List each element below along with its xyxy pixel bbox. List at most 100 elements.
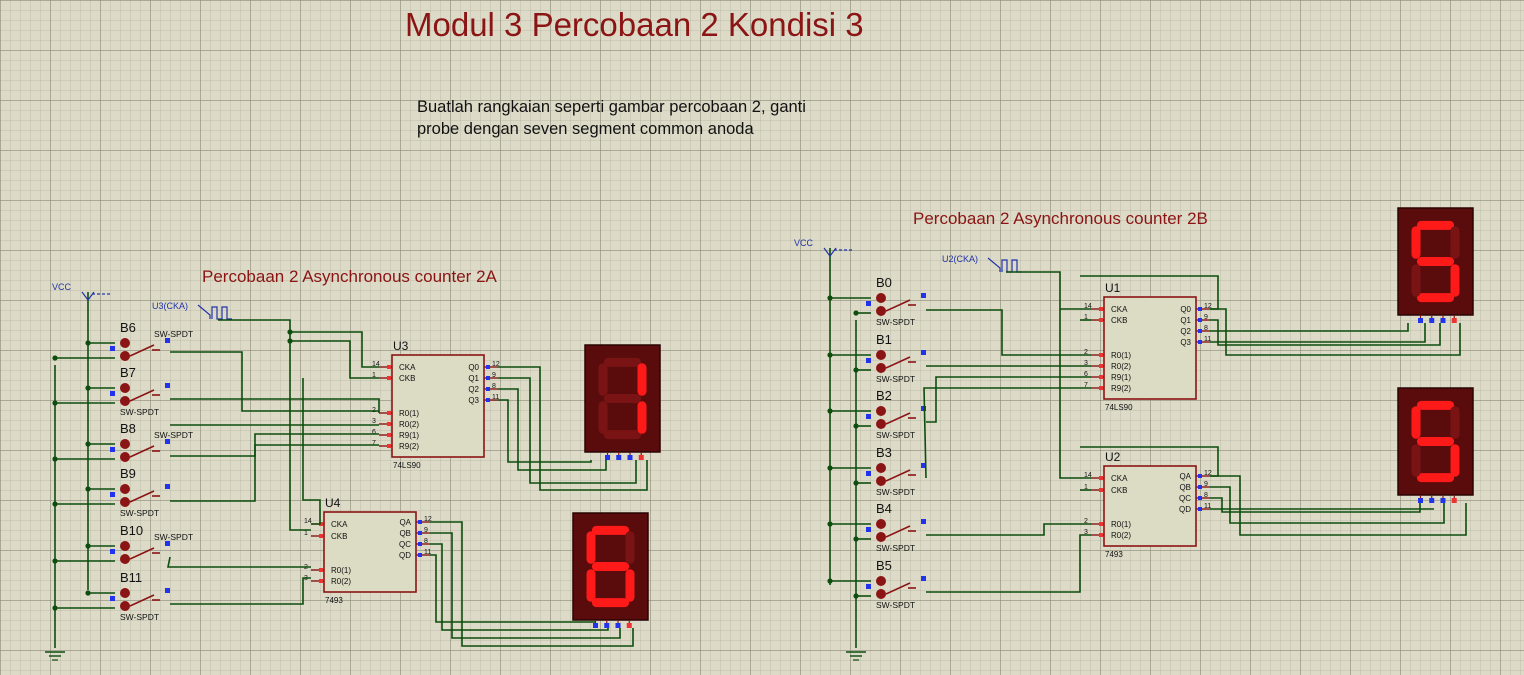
junction-dot (827, 408, 833, 414)
vcc-b: VCC (794, 238, 854, 262)
ic-pin-number: 9 (1204, 314, 1208, 321)
out-b-qb (1210, 486, 1445, 524)
clock-a-wire (218, 319, 379, 368)
switch-type: SW-SPDT (876, 600, 915, 610)
switch-terminal-top (120, 484, 130, 494)
segment-c (625, 569, 635, 602)
switch-type: SW-SPDT (876, 543, 915, 553)
ic-pin-number: 3 (1084, 529, 1088, 536)
ic-pin-label: Q0 (468, 363, 479, 372)
out-a-q0 (498, 366, 648, 491)
ic-pin-number: 12 (1204, 303, 1212, 310)
ic-pin-label: QD (1179, 505, 1191, 514)
display-pin-marker (1418, 498, 1423, 503)
segment-f (586, 531, 596, 564)
segment-g (1416, 437, 1455, 446)
clock-label: U2(CKA) (942, 254, 978, 264)
page-title: Modul 3 Percobaan 2 Kondisi 3 (405, 6, 864, 43)
ic-pin-label: QD (399, 551, 411, 560)
u4-cka (302, 378, 321, 525)
wire-b6 (170, 351, 379, 412)
junction-dot (853, 367, 859, 373)
ground-a (45, 651, 65, 661)
ic-pin-number: 6 (372, 429, 376, 436)
wire-b5 (926, 534, 1091, 593)
circuit-a-label: Percobaan 2 Asynchronous counter 2A (202, 267, 497, 286)
switch-terminal-bottom (876, 419, 886, 429)
ic-pin-label: R0(1) (331, 566, 351, 575)
segment-a (1416, 220, 1455, 230)
ic-part: 74LS90 (1105, 403, 1133, 412)
switch-pin (921, 406, 926, 411)
ic-pin-number: 8 (492, 383, 496, 390)
ic-pin-label: CKB (399, 374, 415, 383)
switch-pin-left (110, 447, 115, 452)
ic-pin-marker (319, 579, 323, 583)
ic-ref: U2 (1105, 450, 1121, 464)
switch-pin-left (866, 471, 871, 476)
ic-pin-label: QC (1179, 494, 1191, 503)
ic-part: 74LS90 (393, 461, 421, 470)
ic-pin-label: Q3 (1180, 338, 1191, 347)
switch-terminal-bottom (120, 396, 130, 406)
segment-c (1450, 444, 1460, 477)
switch-pin-left (866, 584, 871, 589)
ic-pin-label: R0(2) (331, 577, 351, 586)
display-pin-marker (1451, 318, 1457, 323)
ic-pin-label: R9(2) (1111, 384, 1131, 393)
ic-pin-label: QB (1179, 483, 1191, 492)
switch-lever (129, 594, 155, 607)
out-a-q2 (498, 388, 607, 471)
junction-dot (827, 352, 833, 358)
ic-pin-number: 12 (1204, 470, 1212, 477)
display-pin-marker (1440, 318, 1446, 323)
ic-pin-number: 6 (1084, 371, 1088, 378)
display-pin-marker (626, 623, 632, 628)
ic-pin-label: CKA (1111, 474, 1128, 483)
ic-u1: U174LS90CKA14CKB1R0(1)2R0(2)3R9(1)6R9(2)… (1084, 281, 1212, 412)
junction-dot (827, 521, 833, 527)
out-a-qc (430, 543, 609, 631)
switch-ref: B5 (876, 558, 892, 573)
clock-arrow (987, 257, 1001, 272)
switch-terminal-bottom (876, 476, 886, 486)
ic-pin-marker (387, 365, 391, 369)
ic-pin-marker (1198, 318, 1202, 322)
clock-b: U2(CKA) (942, 254, 1022, 273)
ic-body (323, 511, 417, 593)
junction-dot (85, 486, 91, 492)
ic-pin-marker (1099, 533, 1103, 537)
ic-ref: U1 (1105, 281, 1121, 295)
ic-pin-label: R0(2) (1111, 362, 1131, 371)
ic-pin-number: 8 (424, 538, 428, 545)
switch-terminal-bottom (120, 601, 130, 611)
segment-f (1411, 406, 1421, 439)
segment-b (1450, 226, 1460, 259)
out-b-qa (1210, 475, 1467, 536)
switch-terminal-top (876, 463, 886, 473)
ic-pin-number: 8 (1204, 325, 1208, 332)
ic-pin-marker (486, 398, 490, 402)
ic-pin-label: QA (1179, 472, 1191, 481)
segment-c (637, 401, 647, 434)
segment-a (1416, 400, 1455, 410)
switch-type: SW-SPDT (154, 532, 193, 542)
switch-terminal-bottom (120, 351, 130, 361)
junction-dot (85, 590, 91, 596)
ic-pin-marker (1099, 522, 1103, 526)
switch-lever (129, 344, 155, 357)
out-b-q3 (1210, 323, 1426, 343)
segment-b (625, 531, 635, 564)
ic-u3: U374LS90CKA14CKB1R0(1)2R0(2)3R9(1)6R9(2)… (372, 339, 500, 470)
ic-pin-label: Q2 (468, 385, 479, 394)
switch-pin-left (866, 414, 871, 419)
